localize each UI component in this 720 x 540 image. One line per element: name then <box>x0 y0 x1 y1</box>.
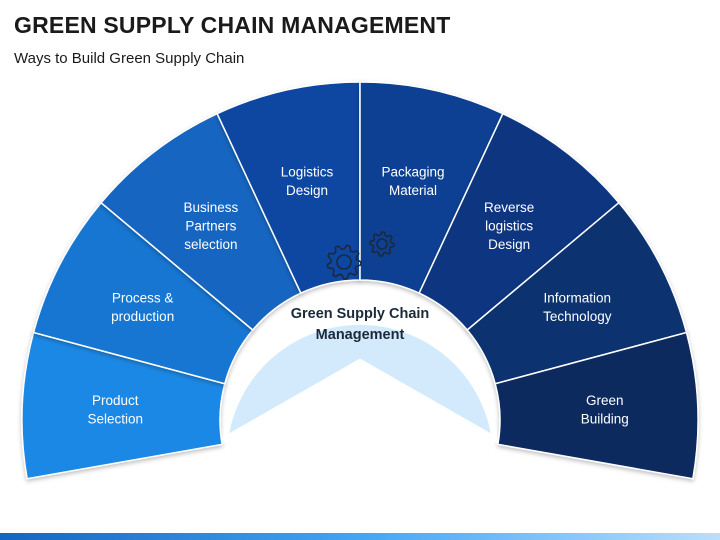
segment-8 <box>494 331 699 480</box>
center-hub: Green Supply Chain Management <box>221 231 499 445</box>
footer-accent-bar <box>0 533 720 540</box>
center-semicircle <box>221 318 499 445</box>
center-label-line-2: Management <box>316 327 405 343</box>
gears-icon <box>326 231 395 280</box>
center-label-line-1: Green Supply Chain <box>291 306 430 322</box>
segment-label-2: Process &production <box>111 291 174 325</box>
page-subtitle: Ways to Build Green Supply Chain <box>14 50 245 67</box>
page-title: GREEN SUPPLY CHAIN MANAGEMENT <box>14 12 451 38</box>
